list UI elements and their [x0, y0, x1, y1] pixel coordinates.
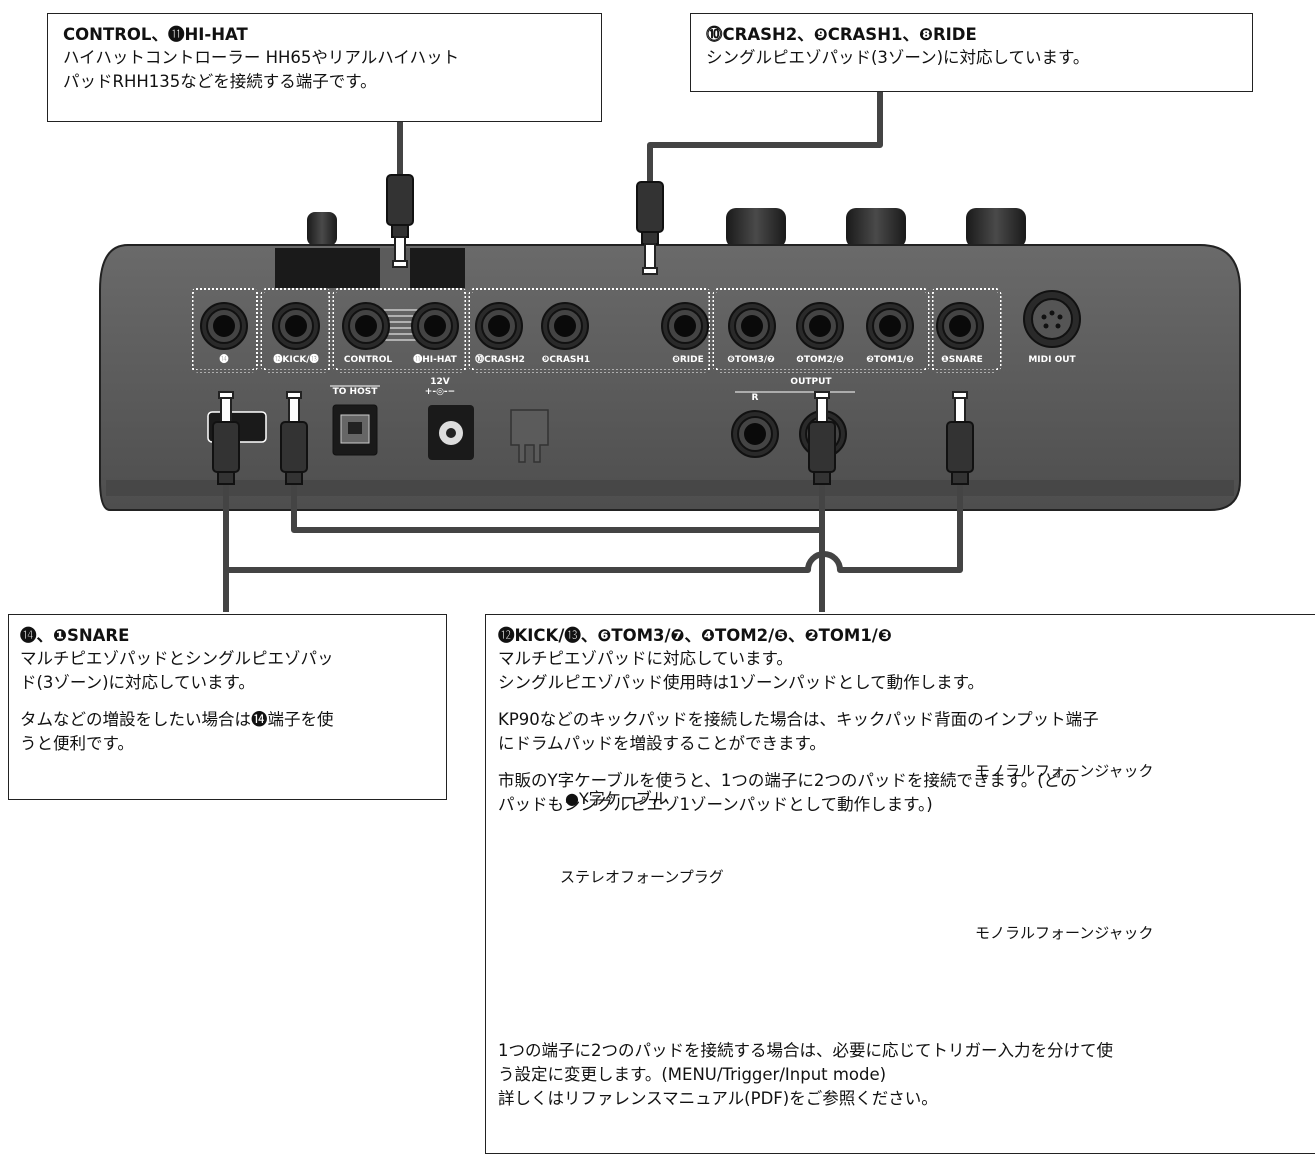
- jack-control: [342, 302, 390, 350]
- knobs: [307, 208, 1026, 248]
- jack-14: [200, 302, 248, 350]
- jack-label-snare: ❶SNARE: [941, 355, 983, 365]
- y-cable-jack-top-label: モノラルフォーンジャック: [975, 762, 1154, 780]
- callout-kick-p4-3: 詳しくはリファレンスマニュアル(PDF)をご参照ください。: [498, 1089, 938, 1108]
- jack-ride: [661, 302, 709, 350]
- jack-crash1: [541, 302, 589, 350]
- y-cable-jack-bottom-label: モノラルフォーンジャック: [975, 924, 1154, 942]
- jack-label-tom2: ❹TOM2/❺: [796, 355, 844, 365]
- jack-label-14: ⓮: [219, 353, 228, 365]
- jack-tom3: [728, 302, 776, 350]
- jack-tom2: [796, 302, 844, 350]
- callout-kick-p4-1: 1つの端子に2つのパッドを接続する場合は、必要に応じてトリガー入力を分けて使: [498, 1041, 1113, 1060]
- jack-labels: ⓮ ⓬KICK/⓭ CONTROL ⓫HI-HAT ⓾CRASH2 ❾CRASH…: [219, 353, 1076, 403]
- jack-label-crash2: ⓾CRASH2: [475, 353, 525, 365]
- callout-crash-line-1: シングルピエゾパッド(3ゾーン)に対応しています。: [706, 48, 1090, 67]
- output-label: OUTPUT: [790, 377, 832, 387]
- jack-label-tom1: ❷TOM1/❸: [866, 355, 914, 365]
- callout-kick-p1-2: シングルピエゾパッド使用時は1ゾーンパッドとして動作します。: [498, 673, 985, 692]
- jack-label-control: CONTROL: [344, 355, 393, 365]
- y-cable-plug-label: ステレオフォーンプラグ: [560, 868, 724, 886]
- callout-snare-line-1: マルチピエゾパッドとシングルピエゾパッ: [20, 649, 334, 668]
- callout-snare: ⓮、❶SNARE マルチピエゾパッドとシングルピエゾパッ ド(3ゾーン)に対応し…: [8, 614, 447, 800]
- callout-control: CONTROL、⓫HI-HAT ハイハットコントローラー HH65やリアルハイハ…: [47, 13, 602, 122]
- callout-kick: ⓬KICK/⓭、❻TOM3/❼、❹TOM2/❺、❷TOM1/❸ マルチピエゾパッ…: [485, 614, 1315, 1154]
- jack-label-ride: ❽RIDE: [672, 355, 704, 365]
- jack-label-crash1: ❾CRASH1: [542, 355, 590, 365]
- callout-snare-line-4: うと便利です。: [20, 734, 134, 753]
- callout-kick-p2-2: にドラムパッドを増設することができます。: [498, 734, 826, 753]
- jack-hihat: [411, 302, 459, 350]
- callout-crash: ⓾CRASH2、❾CRASH1、❽RIDE シングルピエゾパッド(3ゾーン)に対…: [690, 13, 1253, 92]
- callout-snare-line-2: ド(3ゾーン)に対応しています。: [20, 673, 255, 692]
- jack-crash2: [475, 302, 523, 350]
- jack-snare: [936, 302, 984, 350]
- device-body: [99, 244, 1241, 511]
- callout-kick-heading: ⓬KICK/⓭、❻TOM3/❼、❹TOM2/❺、❷TOM1/❸: [498, 626, 892, 645]
- to-host-label: TO HOST: [333, 387, 379, 397]
- power-symbol: +-◎-−: [425, 387, 455, 397]
- callout-kick-p4-2: う設定に変更します。(MENU/Trigger/Input mode): [498, 1065, 887, 1084]
- output-r-label: R: [752, 393, 759, 403]
- callout-kick-p3-1: 市販のY字ケーブルを使うと、1つの端子に2つのパッドを接続できます。(どの: [498, 771, 1077, 790]
- callout-kick-p2-1: KP90などのキックパッドを接続した場合は、キックパッド背面のインプット端子: [498, 710, 1099, 729]
- y-cable-title: ●Y字ケーブル: [565, 789, 668, 808]
- jack-kick: [272, 302, 320, 350]
- jack-label-kick: ⓬KICK/⓭: [273, 353, 318, 365]
- midi-label: MIDI OUT: [1028, 355, 1076, 365]
- midi-jack: [1023, 290, 1081, 348]
- callout-snare-heading: ⓮、❶SNARE: [20, 626, 130, 645]
- callout-control-line-1: ハイハットコントローラー HH65やリアルハイハット: [63, 48, 460, 67]
- jack-tom1: [866, 302, 914, 350]
- callout-control-heading: CONTROL、⓫HI-HAT: [63, 25, 248, 44]
- jack-label-hihat: ⓫HI-HAT: [413, 353, 457, 365]
- callout-control-line-2: パッドRHH135などを接続する端子です。: [63, 72, 377, 91]
- callout-kick-p1-1: マルチピエゾパッドに対応しています。: [498, 649, 793, 668]
- callout-crash-heading: ⓾CRASH2、❾CRASH1、❽RIDE: [706, 25, 977, 44]
- callout-snare-line-3: タムなどの増設をしたい場合は⓮端子を使: [20, 710, 334, 729]
- callout-kick-p3-2: パッドもシングルピエゾ1ゾーンパッドとして動作します。): [498, 795, 933, 814]
- jack-label-tom3: ❻TOM3/❼: [727, 355, 775, 365]
- power-label: 12V: [430, 377, 450, 387]
